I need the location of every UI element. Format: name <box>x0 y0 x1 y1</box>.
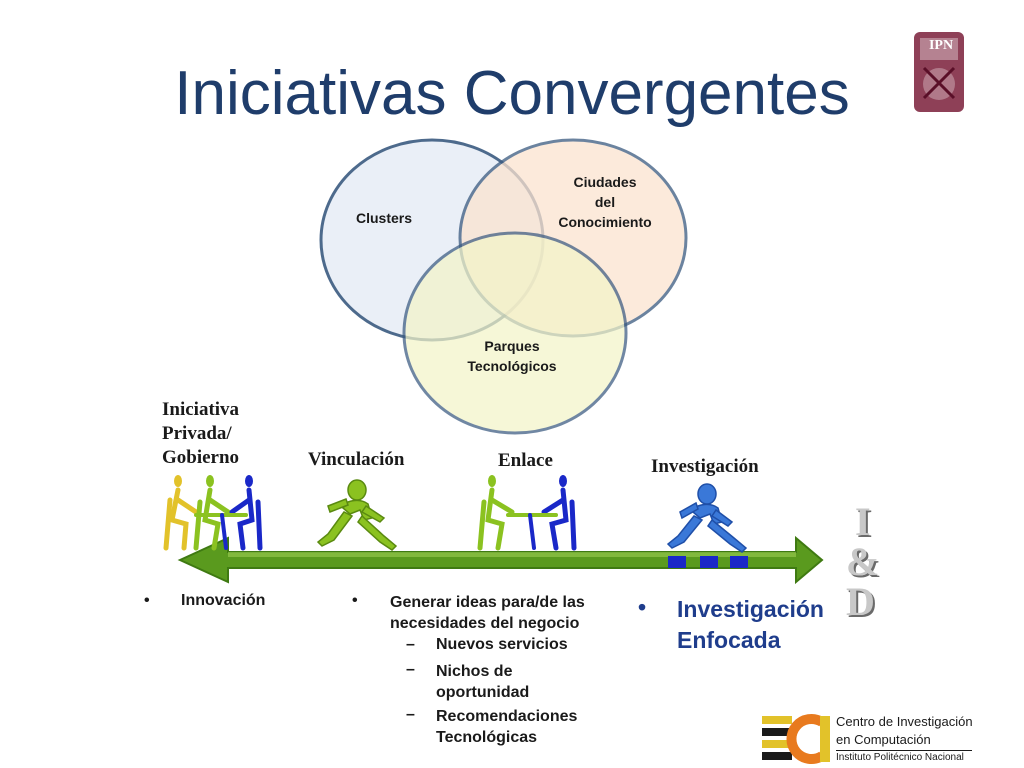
bullet-col3-text: Investigación Enfocada <box>677 594 824 656</box>
venn-label-parques: Parques Tecnológicos <box>447 336 577 376</box>
sub-bullet-2-marker: – <box>406 661 415 678</box>
stage-label-enlace: Enlace <box>498 450 553 471</box>
bullet-col1-marker: • <box>144 592 150 609</box>
cic-logo: Centro de Investigación en Computación I… <box>760 712 980 766</box>
bullet-col2-marker: • <box>352 592 358 609</box>
stage-label-investigacion: Investigación <box>651 456 759 477</box>
id-letter-amp: & <box>846 539 880 584</box>
venn-label-clusters: Clusters <box>355 210 413 226</box>
sub-bullet-2-text: Nichos de oportunidad <box>436 661 529 703</box>
bullet-col2-text: Generar ideas para/de las necesidades de… <box>390 592 585 634</box>
seated-figures-group-1 <box>163 475 263 551</box>
bullet-col3-marker: • <box>638 594 647 620</box>
id-letter-i: I <box>855 499 871 544</box>
sub-bullet-1-marker: – <box>406 636 415 653</box>
venn-label-ciudades-line1: Ciudades <box>573 174 637 190</box>
bullet-col2-line1: Generar ideas para/de las <box>390 594 585 611</box>
bullet-col2-line2: necesidades del negocio <box>390 615 580 632</box>
venn-label-ciudades-line3: Conocimiento <box>558 214 652 230</box>
walking-figure-green <box>316 479 398 551</box>
cic-logo-divider <box>836 750 972 751</box>
sub-bullet-2-line1: Nichos de <box>436 663 513 680</box>
cic-logo-line3: Instituto Politécnico Nacional <box>836 752 964 763</box>
venn-circle-ciudades <box>458 138 688 338</box>
sub-bullet-3-text: Recomendaciones Tecnológicas <box>436 706 577 748</box>
bullet-col3-line1: Investigación <box>677 596 824 622</box>
sub-bullet-2-line2: oportunidad <box>436 684 530 701</box>
venn-label-ciudades: Ciudades del Conocimiento <box>540 172 670 232</box>
dashed-research-segment <box>668 556 748 568</box>
sub-bullet-1-text: Nuevos servicios <box>436 636 568 653</box>
sub-bullet-3-line2: Tecnológicas <box>436 729 538 746</box>
ipn-logo-text: IPN <box>928 38 954 53</box>
venn-label-parques-line1: Parques <box>484 338 540 354</box>
slide-title: Iniciativas Convergentes <box>174 59 850 128</box>
cic-logo-line1: Centro de Investigación <box>836 714 973 729</box>
venn-label-ciudades-line2: del <box>594 194 616 210</box>
sub-bullet-3-marker: – <box>406 706 415 723</box>
bullet-col3-line2: Enfocada <box>677 627 781 653</box>
venn-circle-clusters <box>319 138 545 342</box>
ipn-logo-graphic <box>914 32 964 112</box>
venn-label-parques-line2: Tecnológicos <box>467 358 557 374</box>
stage-label-iniciativa-line3: Gobierno <box>162 447 240 468</box>
stage-label-iniciativa-line1: Iniciativa <box>162 399 240 420</box>
bullet-col1-text: Innovación <box>181 592 266 609</box>
stage-label-iniciativa: Iniciativa Privada/ Gobierno <box>162 398 239 470</box>
seated-figures-group-2 <box>477 475 577 551</box>
cic-logo-line2: en Computación <box>836 732 931 747</box>
walking-figure-blue <box>666 483 748 553</box>
double-arrow <box>177 535 824 585</box>
cic-logo-mark <box>762 714 830 764</box>
stage-label-vinculacion: Vinculación <box>308 449 405 470</box>
id-letter-d: D <box>846 579 875 624</box>
venn-circle-parques <box>402 231 628 435</box>
ipn-logo: IPN <box>906 28 972 118</box>
stage-label-iniciativa-line2: Privada/ <box>162 423 232 444</box>
sub-bullet-3-line1: Recomendaciones <box>436 708 578 725</box>
